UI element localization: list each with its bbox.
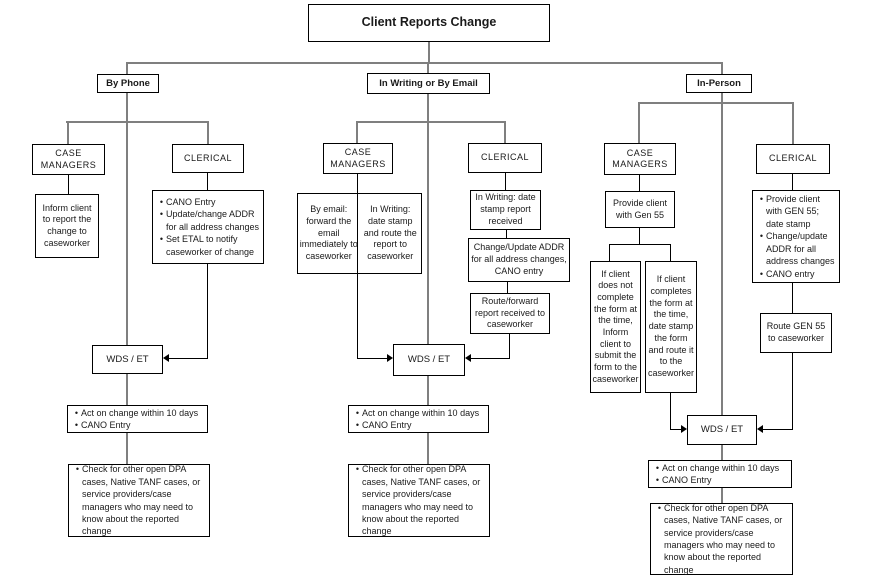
writing-wds-et-box: WDS / ET <box>393 344 465 376</box>
connector-inperson-sub-left <box>609 244 610 261</box>
connector-inperson-route-elbow-v <box>792 353 793 430</box>
connector-main-horizontal <box>126 62 723 64</box>
phone-check-other-cases: •Check for other open DPA cases, Native … <box>68 464 210 537</box>
connector-writing-cm-divider <box>357 174 358 359</box>
inperson-provide-gen55: Provide client with Gen 55 <box>605 191 675 228</box>
connector-writing-step1-step2 <box>506 230 507 238</box>
phone-wds-et-box: WDS / ET <box>92 345 163 374</box>
connector-writing-clerical-step1 <box>505 173 506 190</box>
inperson-act-on-change: •Act on change within 10 days•CANO Entry <box>648 460 792 488</box>
writing-clerical-step1: In Writing: date stamp report received <box>470 190 541 230</box>
connector-writing-wds-act <box>427 376 429 405</box>
connector-inperson-split-right <box>792 102 794 144</box>
connector-phone-clerical-action <box>207 173 208 190</box>
arrowhead-into-writing-wds-right <box>465 354 471 362</box>
connector-writing-elbow-v-right <box>509 334 510 359</box>
connector-writing-elbow-h-right <box>471 358 509 359</box>
branch-label-in-writing-or-email: In Writing or By Email <box>367 73 490 94</box>
writing-clerical-header: CLERICAL <box>468 143 542 173</box>
writing-email-action: By email: forward the email immediately … <box>299 204 358 262</box>
connector-phone-elbow-h <box>169 358 208 359</box>
phone-act-on-change: •Act on change within 10 days•CANO Entry <box>67 405 208 433</box>
connector-inperson-route-elbow-h <box>763 429 792 430</box>
arrowhead-into-inperson-wds-right <box>757 425 763 433</box>
connector-writing-split-left <box>356 121 358 143</box>
inperson-if-completes: If client completes the form at the time… <box>645 261 697 393</box>
connector-writing-elbow-h-left <box>358 358 387 359</box>
chart-title: Client Reports Change <box>308 4 550 42</box>
phone-clerical-header: CLERICAL <box>172 144 244 173</box>
arrowhead-into-phone-wds <box>163 354 169 362</box>
connector-writing-act-check <box>427 433 429 464</box>
connector-phone-split-left <box>67 121 69 144</box>
connector-inperson-complete-elbow-v <box>670 393 671 430</box>
connector-phone-split-right <box>207 121 209 144</box>
connector-drop-phone <box>126 62 128 74</box>
writing-act-on-change: •Act on change within 10 days•CANO Entry <box>348 405 489 433</box>
connector-phone-cm-action <box>68 175 69 194</box>
inperson-route-gen55: Route GEN 55 to caseworker <box>760 313 832 353</box>
writing-writing-action: In Writing: date stamp and route the rep… <box>363 204 417 262</box>
writing-clerical-step2: Change/Update ADDR for all address chang… <box>468 238 570 282</box>
connector-phone-trunk <box>126 93 128 345</box>
connector-inperson-actions-route <box>792 283 793 313</box>
connector-phone-act-check <box>126 433 128 464</box>
inperson-wds-et-box: WDS / ET <box>687 415 757 445</box>
connector-inperson-subsplitter <box>609 244 671 245</box>
connector-writing-step2-step3 <box>507 282 508 293</box>
connector-drop-inperson <box>721 62 723 74</box>
connector-inperson-sub-right <box>670 244 671 261</box>
connector-inperson-split-left <box>638 102 640 143</box>
writing-check-other-cases: •Check for other open DPA cases, Native … <box>348 464 490 537</box>
branch-label-in-person: In-Person <box>686 74 752 93</box>
inperson-case-managers-header: CASE MANAGERS <box>604 143 676 175</box>
inperson-if-not-complete: If client does not complete the form at … <box>590 261 641 393</box>
connector-inperson-wds-act <box>721 445 723 460</box>
connector-phone-wds-act <box>126 374 128 405</box>
inperson-clerical-header: CLERICAL <box>756 144 830 174</box>
connector-inperson-act-check <box>721 488 723 503</box>
connector-phone-elbow-v <box>207 264 208 359</box>
writing-case-managers-header: CASE MANAGERS <box>323 143 393 174</box>
connector-title-stem <box>428 42 430 63</box>
inperson-check-other-cases: •Check for other open DPA cases, Native … <box>650 503 793 575</box>
connector-writing-trunk <box>427 93 429 344</box>
connector-phone-splitter <box>66 121 209 123</box>
connector-inperson-cm-provide <box>639 175 640 191</box>
phone-case-managers-header: CASE MANAGERS <box>32 144 105 175</box>
inperson-clerical-actions: •Provide client with GEN 55; date stamp•… <box>752 190 840 283</box>
writing-clerical-step3: Route/forward report received to casewor… <box>470 293 550 334</box>
phone-clerical-actions: •CANO Entry•Update/change ADDR for all a… <box>152 190 264 264</box>
connector-inperson-provide-split <box>639 228 640 244</box>
branch-label-by-phone: By Phone <box>97 74 159 93</box>
arrowhead-into-inperson-wds-left <box>681 425 687 433</box>
writing-case-managers-actions: By email: forward the email immediately … <box>297 193 422 274</box>
connector-inperson-splitter <box>638 102 794 104</box>
connector-writing-split-right <box>504 121 506 143</box>
phone-case-managers-action: Inform client to report the change to ca… <box>35 194 99 258</box>
connector-inperson-trunk <box>721 93 723 415</box>
arrowhead-into-writing-wds-left <box>387 354 393 362</box>
connector-inperson-complete-elbow-h <box>670 429 681 430</box>
connector-drop-writing <box>427 62 429 73</box>
connector-writing-splitter <box>356 121 506 123</box>
connector-inperson-cl-actions <box>792 174 793 190</box>
